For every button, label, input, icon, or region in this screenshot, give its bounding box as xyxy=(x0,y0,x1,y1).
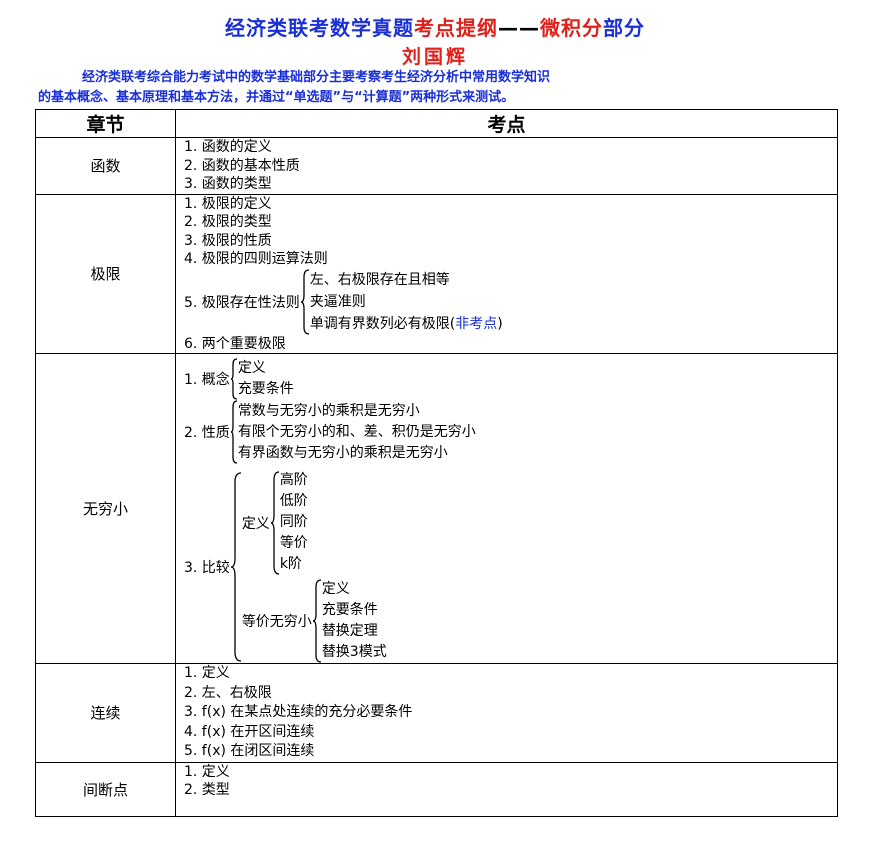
list-item-text: 单调有界数列必有极限( xyxy=(309,315,456,332)
list-item: 同阶 xyxy=(279,514,308,530)
list-item: 6. 两个重要极限 xyxy=(184,335,286,352)
list-item: 2. 左、右极限 xyxy=(184,684,272,701)
list-item: 2. 类型 xyxy=(184,782,230,798)
header-chapter: 章节 xyxy=(35,109,176,138)
header-points: 考点 xyxy=(175,109,838,138)
compare-definition-group: 定义 高阶 低阶 同阶 等价 k阶 xyxy=(242,470,387,575)
list-item: 3. 极限的性质 xyxy=(184,232,272,249)
list-item: 1. 概念 xyxy=(184,372,230,388)
table-row: 间断点 1. 定义 2. 类型 xyxy=(35,761,838,817)
equivalent-infinitesimal-group: 等价无穷小 定义 充要条件 替换定理 替换3模式 xyxy=(242,579,387,663)
list-item: 有界函数与无穷小的乘积是无穷小 xyxy=(237,444,448,461)
list-item: 定义 xyxy=(237,360,266,376)
table-header-row: 章节 考点 xyxy=(35,109,838,138)
property-group: 2. 性质 常数与无穷小的乘积是无穷小 有限个无穷小的和、差、积仍是无穷小 有界… xyxy=(184,400,837,464)
points-functions: 1. 函数的定义 2. 函数的基本性质 3. 函数的类型 xyxy=(175,137,838,195)
table-row: 连续 1. 定义 2. 左、右极限 3. f(x) 在某点处连续的充分必要条件 … xyxy=(35,663,838,763)
points-continuity: 1. 定义 2. 左、右极限 3. f(x) 在某点处连续的充分必要条件 4. … xyxy=(175,663,838,763)
table-row: 无穷小 1. 概念 定义 充要条件 2. 性质 常数与无穷小的乘积是无穷小 xyxy=(35,353,838,664)
brace-icon xyxy=(300,268,310,335)
chapter-continuity: 连续 xyxy=(35,663,176,763)
list-item: 2. 极限的类型 xyxy=(184,214,272,230)
title-part3: 微积分 xyxy=(540,16,603,40)
list-item: 夹逼准则 xyxy=(309,293,366,310)
list-item: 左、右极限存在且相等 xyxy=(309,271,450,288)
list-item: 等价无穷小 xyxy=(241,614,312,630)
list-item: 低阶 xyxy=(279,493,308,509)
list-item: 定义 xyxy=(321,581,350,597)
author: 刘国辉 xyxy=(401,46,468,68)
brace-icon xyxy=(270,470,280,575)
list-item: 5. f(x) 在闭区间连续 xyxy=(184,743,315,759)
intro-line-2: 的基本概念、基本原理和基本方法，并通过“单选题”与“计算题”两种形式来测试。 xyxy=(38,90,515,105)
limit-existence-group: 5. 极限存在性法则 左、右极限存在且相等 夹逼准则 单调有界数列必有极限(非考… xyxy=(184,268,837,335)
list-item: 有限个无穷小的和、差、积仍是无穷小 xyxy=(237,423,476,440)
list-item: 1. 定义 xyxy=(184,763,230,780)
chapter-functions: 函数 xyxy=(35,137,176,195)
brace-icon xyxy=(230,400,238,464)
title-dash: —— xyxy=(498,16,540,40)
chapter-infinitesimal: 无穷小 xyxy=(35,353,176,664)
list-item: 1. 函数的定义 xyxy=(184,139,272,155)
intro-paragraph: 经济类联考综合能力考试中的数学基础部分主要考察考生经济分析中常用数学知识 的基本… xyxy=(38,68,838,108)
list-item: 3. 比较 xyxy=(184,559,230,576)
syllabus-table: 章节 考点 函数 1. 函数的定义 2. 函数的基本性质 3. 函数的类型 极限… xyxy=(35,109,838,817)
list-item: 替换3模式 xyxy=(321,644,387,660)
list-item: 4. f(x) 在开区间连续 xyxy=(184,723,315,740)
chapter-limits: 极限 xyxy=(35,193,176,354)
intro-line-1: 经济类联考综合能力考试中的数学基础部分主要考察考生经济分析中常用数学知识 xyxy=(82,70,551,85)
list-item: 1. 定义 xyxy=(184,665,230,681)
brace-icon xyxy=(312,579,322,663)
list-item: 替换定理 xyxy=(321,623,378,639)
document-title: 经济类联考数学真题考点提纲——微积分部分 xyxy=(0,12,870,41)
title-part2: 考点提纲 xyxy=(414,16,498,40)
list-item: 定义 xyxy=(241,515,270,532)
list-item: 4. 极限的四则运算法则 xyxy=(184,251,328,267)
list-item: k阶 xyxy=(279,556,302,572)
table-row: 极限 1. 极限的定义 2. 极限的类型 3. 极限的性质 4. 极限的四则运算… xyxy=(35,193,838,354)
list-item: 高阶 xyxy=(279,472,308,488)
list-item: 充要条件 xyxy=(237,381,294,397)
list-item: 2. 函数的基本性质 xyxy=(184,157,300,174)
title-part1: 经济类联考数学真题 xyxy=(225,16,414,40)
list-item: 等价 xyxy=(279,535,308,551)
list-item: 2. 性质 xyxy=(184,425,230,441)
close-paren: ) xyxy=(497,315,503,332)
title-part4: 部分 xyxy=(603,16,645,40)
list-item: 充要条件 xyxy=(321,602,378,618)
compare-group: 3. 比较 定义 高阶 低阶 同阶 等价 xyxy=(184,470,837,663)
list-item: 5. 极限存在性法则 xyxy=(184,294,300,311)
list-item: 3. f(x) 在某点处连续的充分必要条件 xyxy=(184,704,413,720)
list-item: 3. 函数的类型 xyxy=(184,176,272,192)
concept-group: 1. 概念 定义 充要条件 xyxy=(184,358,837,400)
list-item: 常数与无穷小的乘积是无穷小 xyxy=(237,402,420,419)
non-exam-note: 非考点 xyxy=(455,315,498,332)
list-item: 1. 极限的定义 xyxy=(184,195,272,212)
brace-icon xyxy=(230,471,242,662)
points-infinitesimal: 1. 概念 定义 充要条件 2. 性质 常数与无穷小的乘积是无穷小 有限个无穷小… xyxy=(175,353,838,664)
table-row: 函数 1. 函数的定义 2. 函数的基本性质 3. 函数的类型 xyxy=(35,137,838,195)
points-limits: 1. 极限的定义 2. 极限的类型 3. 极限的性质 4. 极限的四则运算法则 … xyxy=(175,193,838,354)
brace-icon xyxy=(230,358,238,400)
points-discontinuity: 1. 定义 2. 类型 xyxy=(175,761,838,817)
list-item: 单调有界数列必有极限(非考点) xyxy=(310,313,503,335)
chapter-discontinuity: 间断点 xyxy=(35,761,176,817)
